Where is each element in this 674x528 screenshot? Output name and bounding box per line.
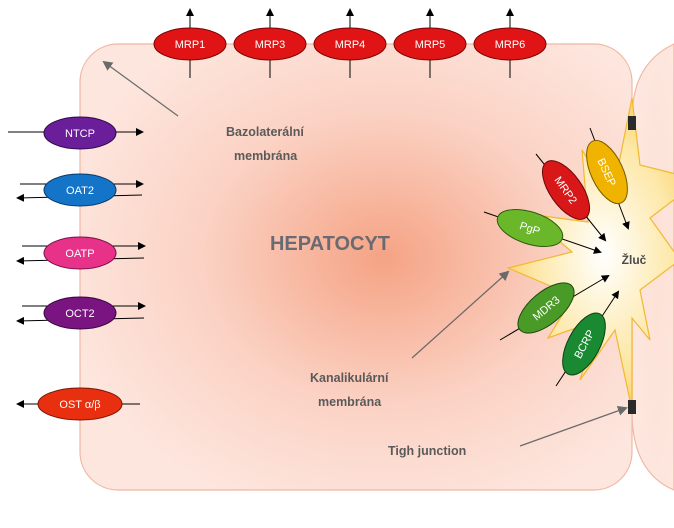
transporter-ntcp: NTCP [8, 116, 144, 150]
transporter-oct2: OCT2 [16, 296, 146, 330]
transporter-oat2: OAT2 [16, 173, 144, 207]
transporter-mrp4: MRP4 [313, 8, 387, 78]
transporter-mrp1: MRP1 [153, 8, 227, 78]
basolateral-pointer [102, 60, 179, 117]
canalicular-label-line1: Kanalikulární [310, 371, 389, 385]
bile-canaliculus [506, 97, 674, 411]
transporter-mrp3: MRP3 [233, 8, 307, 78]
mrp1-label: MRP1 [175, 39, 206, 51]
oct2-label: OCT2 [65, 308, 94, 320]
mrp6-label: MRP6 [495, 39, 526, 51]
hepatocyte-title: HEPATOCYT [270, 233, 390, 255]
ost-label: OST α/β [59, 399, 100, 411]
oat2-label: OAT2 [66, 185, 94, 197]
basolateral-label-line2: membrána [234, 149, 298, 163]
mrp5-label: MRP5 [415, 39, 446, 51]
transporter-bcrp: BCRP [555, 290, 620, 387]
tight-junction-pointer [519, 405, 628, 447]
mrp3-label: MRP3 [255, 39, 286, 51]
transporter-mrp6: MRP6 [473, 8, 547, 78]
basolateral-label-line1: Bazolaterální [226, 125, 304, 139]
transporter-pgp: PgP [483, 209, 602, 254]
bile-label: Žluč [622, 252, 647, 267]
oatp-label: OATP [65, 248, 94, 260]
canalicular-pointer [411, 270, 510, 359]
transporter-mrp2: MRP2 [535, 153, 607, 242]
mrp4-label: MRP4 [335, 39, 366, 51]
tight-junction-bottom [628, 400, 636, 414]
transporter-ost: OST α/β [16, 387, 140, 421]
transporter-bsep: BSEP [586, 127, 630, 230]
transporter-oatp: OATP [16, 236, 146, 270]
ntcp-label: NTCP [65, 128, 95, 140]
transporter-mrp5: MRP5 [393, 8, 467, 78]
canalicular-label-line2: membrána [318, 395, 382, 409]
tight-junction-label: Tigh junction [388, 444, 466, 458]
transporter-mdr3: MDR3 [499, 274, 610, 341]
tight-junction-top [628, 116, 636, 130]
